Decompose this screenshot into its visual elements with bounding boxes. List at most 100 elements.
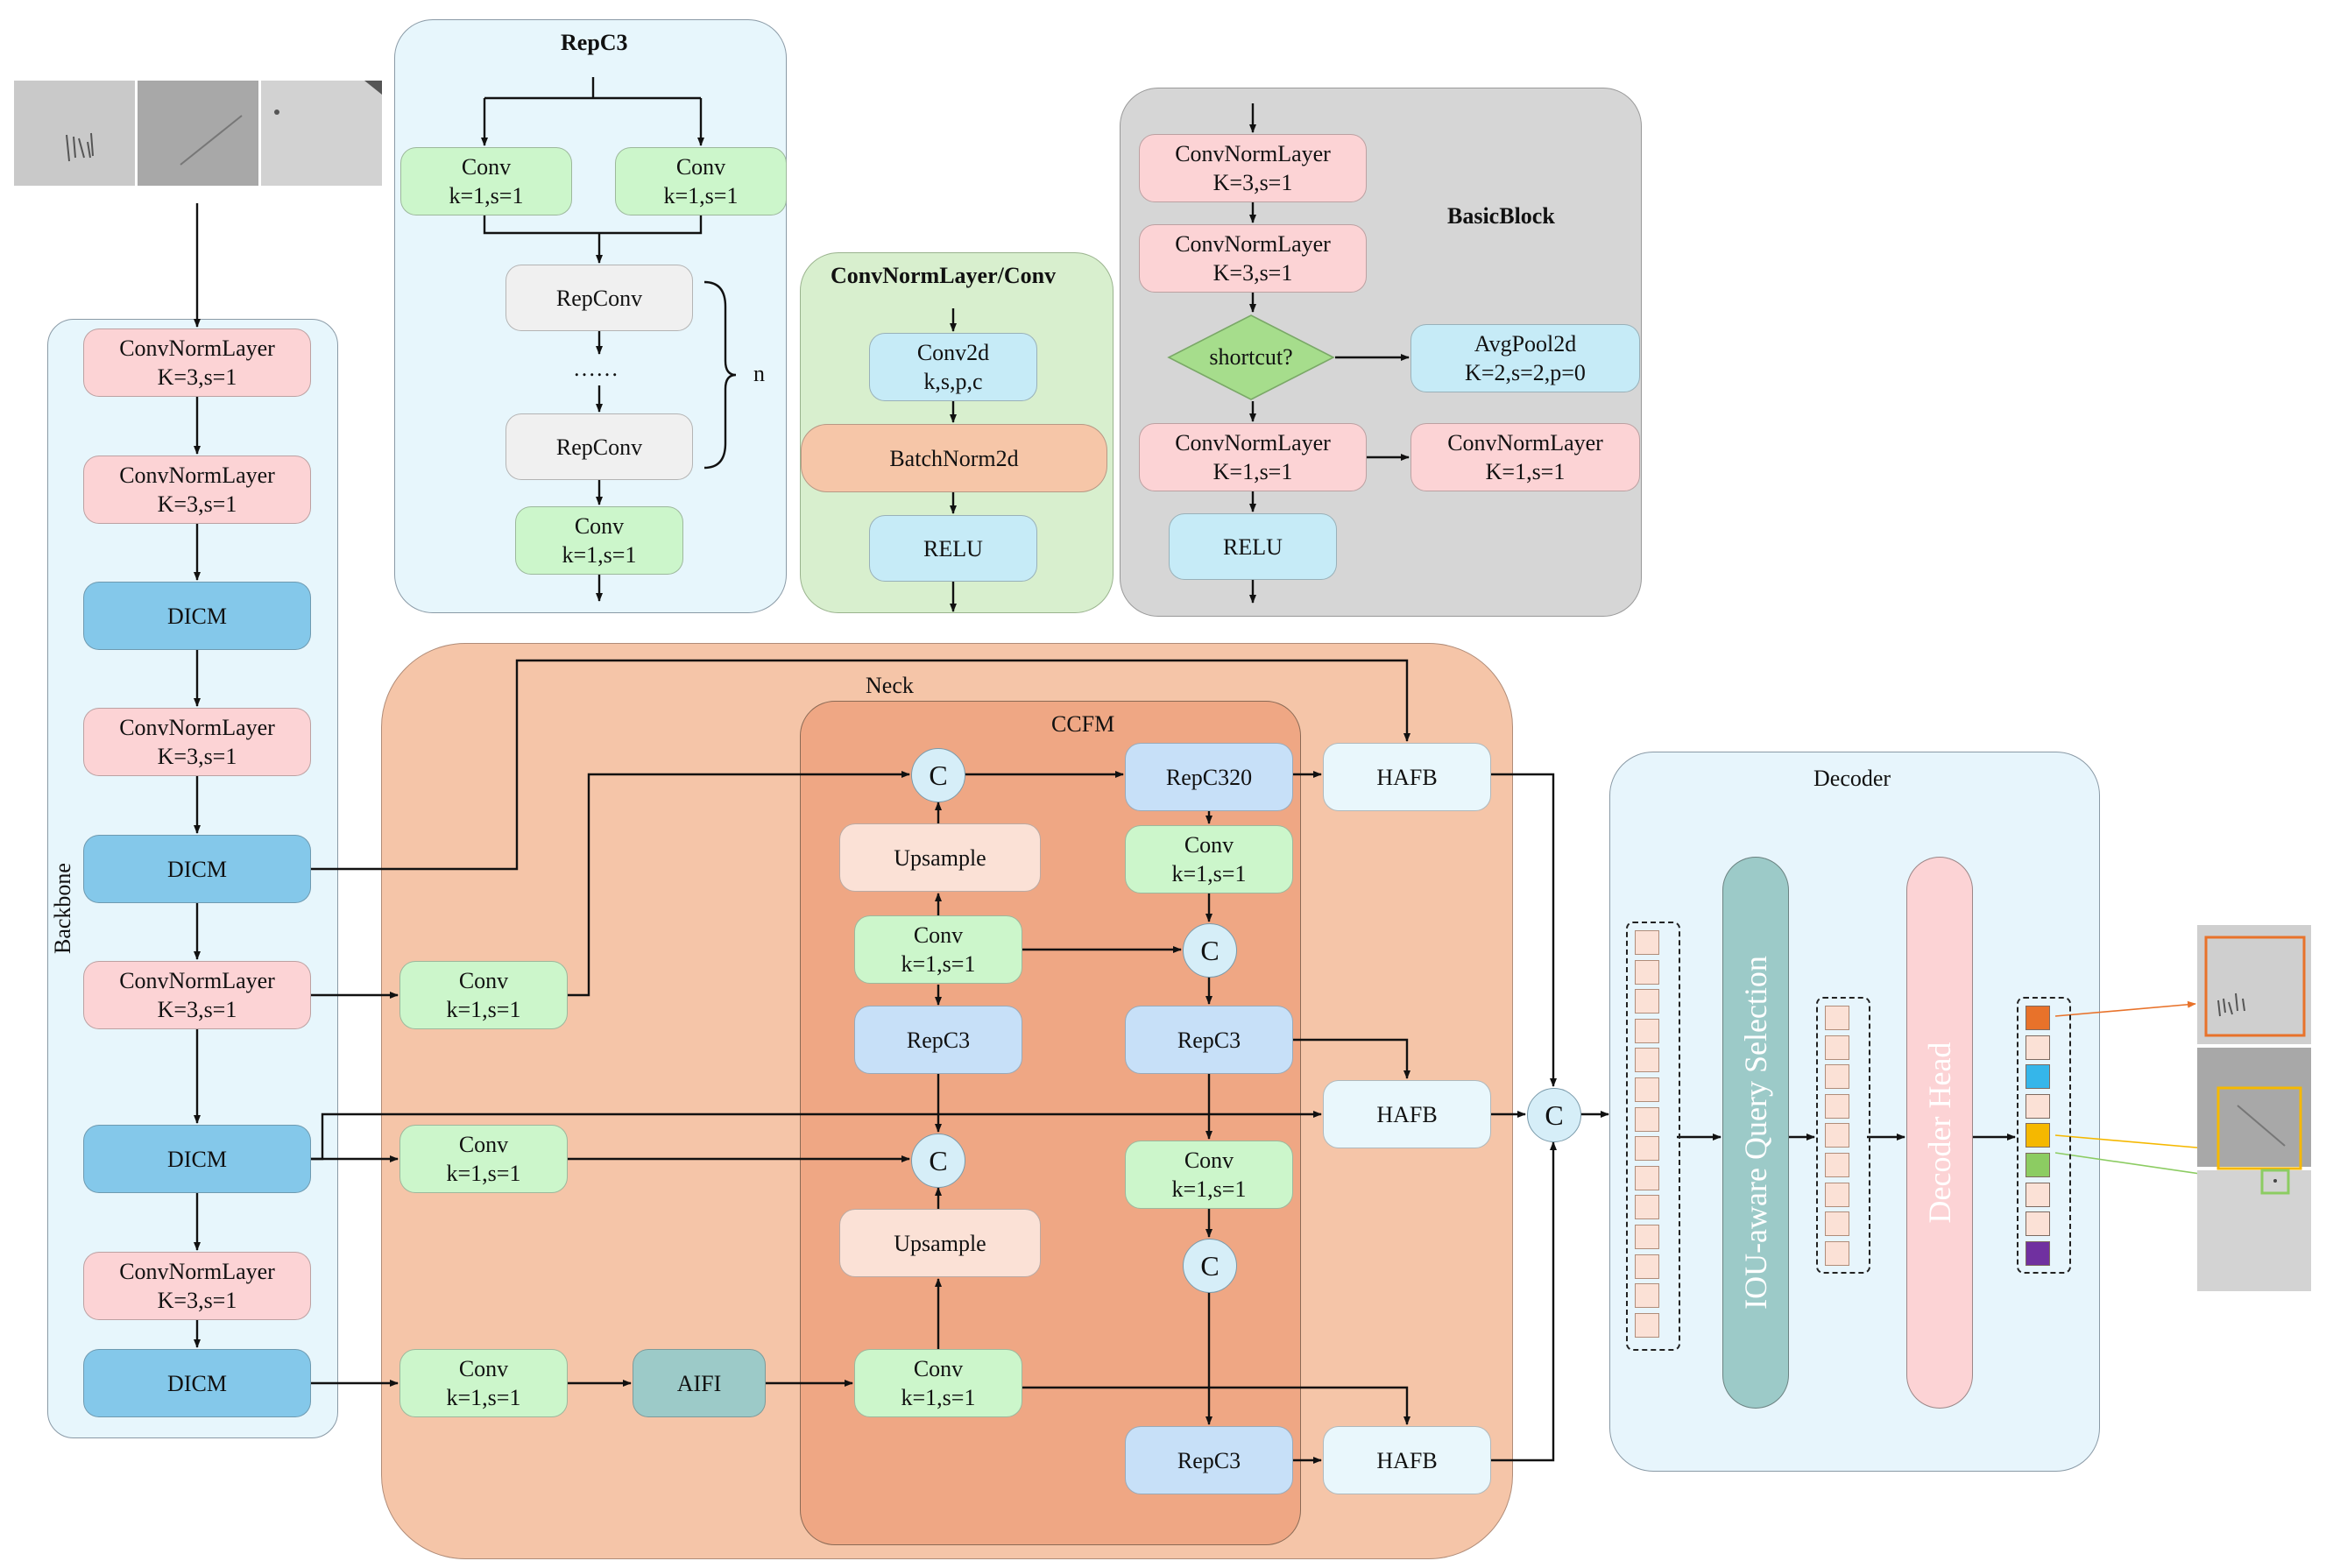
bb-cnl-1-params: K=3,s=1 xyxy=(1212,170,1293,195)
backbone-cnl-2-label: ConvNormLayer xyxy=(119,463,275,488)
neck-conv-c-params: k=1,s=1 xyxy=(446,1385,521,1410)
ccfm-upsample-1: Upsample xyxy=(839,823,1041,892)
ccfm-repc3-r-2: RepC3 xyxy=(1125,1426,1293,1494)
cnl-relu-label: RELU xyxy=(923,535,983,562)
token-cell xyxy=(1825,1064,1849,1090)
decoder-title: Decoder xyxy=(1813,766,1891,791)
token-cell xyxy=(2026,1211,2050,1237)
ccfm-conv-r-1-params: k=1,s=1 xyxy=(1171,861,1247,886)
backbone-dicm-3-label: DICM xyxy=(167,1146,227,1172)
bb-cnl-2-label: ConvNormLayer xyxy=(1175,231,1331,257)
neck-title: Neck xyxy=(866,673,914,698)
token-cell xyxy=(2026,1006,2050,1030)
token-cell xyxy=(1635,989,1659,1014)
bb-cnl-1-label: ConvNormLayer xyxy=(1175,141,1331,166)
bb-cnl-4-params: K=1,s=1 xyxy=(1485,459,1566,484)
cnl-relu: RELU xyxy=(869,515,1037,582)
repc3-conv-right-params: k=1,s=1 xyxy=(663,183,739,208)
ccfm-conv-up-1-params: k=1,s=1 xyxy=(901,951,976,977)
ccfm-conv-up-1-label: Conv xyxy=(913,922,964,948)
ccfm-conv-r-1-label: Conv xyxy=(1184,832,1234,858)
neck-conv-b-label: Conv xyxy=(458,1132,509,1157)
backbone-dicm-2: DICM xyxy=(83,835,311,903)
hafb-3-label: HAFB xyxy=(1376,1447,1438,1473)
token-cell xyxy=(1635,1165,1659,1190)
output-images xyxy=(2197,925,2311,1291)
bb-cnl-3-params: K=1,s=1 xyxy=(1212,459,1293,484)
token-cell xyxy=(2026,1240,2050,1266)
bb-shortcut-decision: shortcut? xyxy=(1167,314,1335,401)
repc3-repconv-2-label: RepConv xyxy=(555,434,643,460)
neck-conv-a: Conv k=1,s=1 xyxy=(399,961,568,1029)
repc3-conv-right: Conv k=1,s=1 xyxy=(615,147,787,215)
hafb-1-label: HAFB xyxy=(1376,764,1438,790)
token-cell xyxy=(1635,1136,1659,1162)
ccfm-repc3-r-1-label: RepC3 xyxy=(1177,1027,1241,1053)
bb-cnl-2-params: K=3,s=1 xyxy=(1212,260,1293,286)
backbone-cnl-2-params: K=3,s=1 xyxy=(157,491,237,517)
ccfm-conv-bottom-params: k=1,s=1 xyxy=(901,1385,976,1410)
token-cell xyxy=(1635,1195,1659,1220)
bb-avgpool-label: AvgPool2d xyxy=(1474,331,1577,357)
token-cell xyxy=(1635,1048,1659,1073)
backbone-cnl-1: ConvNormLayer K=3,s=1 xyxy=(83,328,311,397)
ccfm-concat-top: C xyxy=(911,748,965,802)
repc3-conv-left-params: k=1,s=1 xyxy=(449,183,524,208)
cnl-conv2d-params: k,s,p,c xyxy=(923,369,983,394)
ccfm-upsample-2: Upsample xyxy=(839,1209,1041,1277)
token-cell xyxy=(1635,1077,1659,1102)
ccfm-conv-r-2-params: k=1,s=1 xyxy=(1171,1176,1247,1202)
cnl-batchnorm-label: BatchNorm2d xyxy=(889,445,1019,471)
decoder-query-tokens xyxy=(1626,922,1680,1351)
ccfm-repc320: RepC320 xyxy=(1125,743,1293,811)
ccfm-conv-r-1: Conv k=1,s=1 xyxy=(1125,825,1293,893)
token-cell xyxy=(1635,1106,1659,1132)
neck-conv-b-params: k=1,s=1 xyxy=(446,1161,521,1186)
ccfm-conv-bottom-label: Conv xyxy=(913,1356,964,1381)
neck-conv-a-params: k=1,s=1 xyxy=(446,997,521,1022)
token-cell xyxy=(2026,1123,2050,1148)
backbone-cnl-3: ConvNormLayer K=3,s=1 xyxy=(83,708,311,776)
hafb-2: HAFB xyxy=(1323,1080,1491,1148)
backbone-cnl-5: ConvNormLayer K=3,s=1 xyxy=(83,1252,311,1320)
bb-avgpool-params: K=2,s=2,p=0 xyxy=(1465,360,1586,385)
backbone-cnl-5-label: ConvNormLayer xyxy=(119,1259,275,1284)
neck-conv-a-label: Conv xyxy=(458,968,509,993)
decoder-selected-tokens xyxy=(1816,997,1870,1274)
hafb-1: HAFB xyxy=(1323,743,1491,811)
backbone-cnl-2: ConvNormLayer K=3,s=1 xyxy=(83,456,311,524)
backbone-cnl-3-params: K=3,s=1 xyxy=(157,744,237,769)
repc3-conv-left-label: Conv xyxy=(461,154,512,180)
backbone-cnl-5-params: K=3,s=1 xyxy=(157,1288,237,1313)
neck-aifi-label: AIFI xyxy=(676,1370,722,1396)
token-cell xyxy=(2026,1035,2050,1060)
decoder-head-label: Decoder Head xyxy=(1922,1042,1957,1224)
ccfm-concat-mid-label: C xyxy=(929,1144,948,1176)
neck-conv-b: Conv k=1,s=1 xyxy=(399,1125,568,1193)
cnl-batchnorm: BatchNorm2d xyxy=(801,424,1107,492)
output-image-strip xyxy=(2197,925,2311,1291)
neck-concat-out-label: C xyxy=(1545,1098,1564,1131)
backbone-dicm-1-label: DICM xyxy=(167,603,227,629)
decision-diamond-shape xyxy=(1167,314,1335,400)
bb-cnl-3: ConvNormLayer K=1,s=1 xyxy=(1139,423,1367,491)
bb-cnl-1: ConvNormLayer K=3,s=1 xyxy=(1139,134,1367,202)
backbone-cnl-4-params: K=3,s=1 xyxy=(157,997,237,1022)
ccfm-conv-r-2-label: Conv xyxy=(1184,1148,1234,1173)
token-cell xyxy=(1635,1018,1659,1043)
ccfm-concat-r-1-label: C xyxy=(1200,934,1220,966)
backbone-dicm-2-label: DICM xyxy=(167,856,227,882)
backbone-dicm-4-label: DICM xyxy=(167,1370,227,1396)
backbone-dicm-3: DICM xyxy=(83,1125,311,1193)
token-cell xyxy=(1825,1035,1849,1060)
ccfm-repc3-left: RepC3 xyxy=(854,1006,1022,1074)
repc3-ellipsis: …… xyxy=(573,356,619,381)
backbone-cnl-4: ConvNormLayer K=3,s=1 xyxy=(83,961,311,1029)
neck-conv-c: Conv k=1,s=1 xyxy=(399,1349,568,1417)
backbone-dicm-4: DICM xyxy=(83,1349,311,1417)
bb-cnl-2: ConvNormLayer K=3,s=1 xyxy=(1139,224,1367,293)
ccfm-conv-up-1: Conv k=1,s=1 xyxy=(854,915,1022,984)
token-cell xyxy=(1635,1312,1659,1338)
token-cell xyxy=(2026,1182,2050,1207)
token-cell xyxy=(2026,1153,2050,1177)
